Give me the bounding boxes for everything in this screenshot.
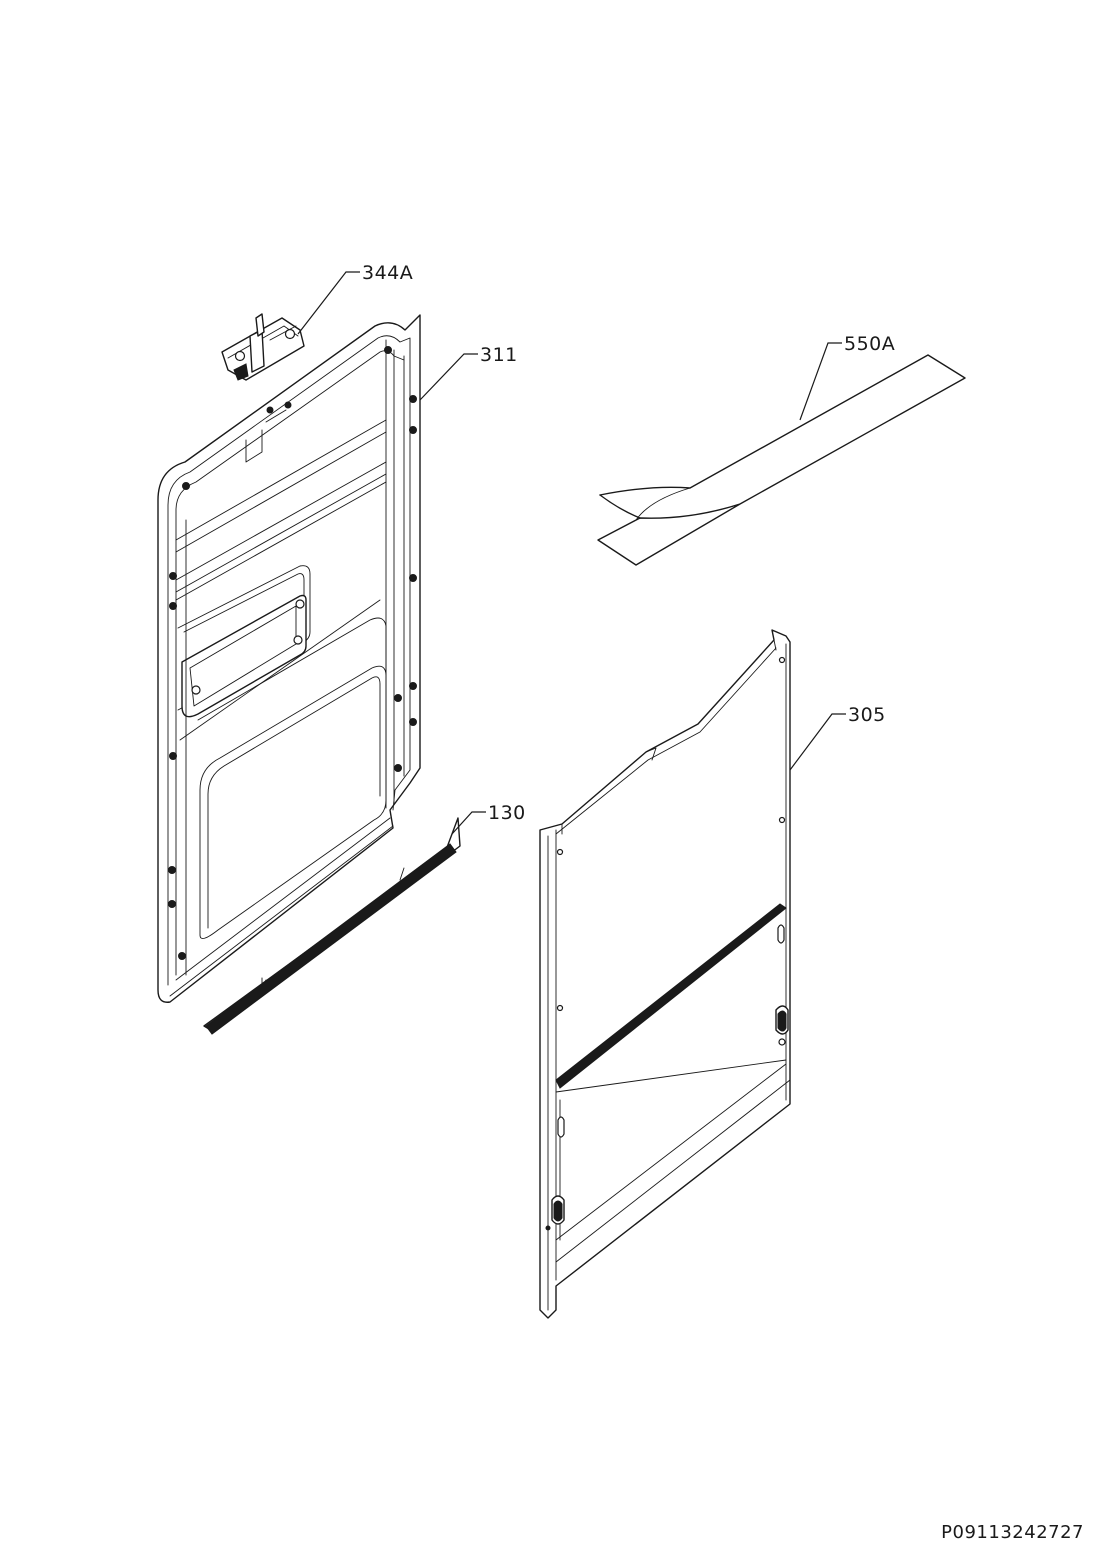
leader-550a [799,342,842,421]
part-130-seal-strip [203,817,461,1035]
leader-130 [451,811,486,835]
callout-344a: 344A [362,262,413,284]
part-311-inner-door [157,314,421,1003]
part-550a-strip [597,354,966,566]
leader-311 [419,353,478,401]
callout-305: 305 [848,704,886,726]
callout-550a: 550A [844,333,895,355]
leader-344a [297,271,360,335]
drawing-code: P09113242727 [941,1522,1084,1543]
part-305-outer-panel [539,629,791,1319]
leader-305 [789,713,846,771]
callout-leaders [297,271,846,835]
part-344a-door-latch [221,313,305,381]
callout-311: 311 [480,344,518,366]
callout-130: 130 [488,802,526,824]
